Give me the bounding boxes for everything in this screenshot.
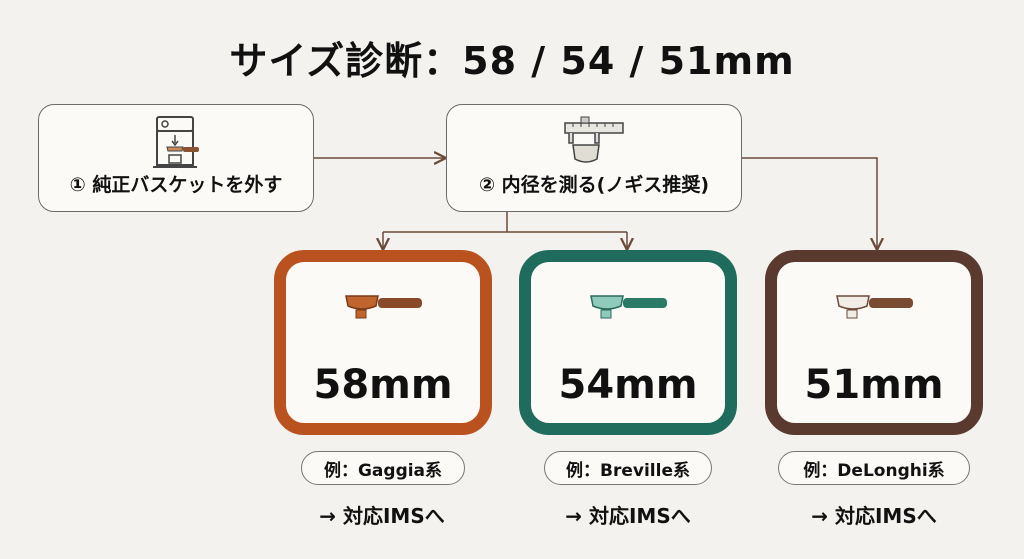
portafilter-icon	[338, 290, 428, 334]
caliper-icon	[559, 113, 629, 177]
portafilter-icon	[829, 290, 919, 334]
step-remove-basket: ① 純正バスケットを外す	[38, 104, 314, 212]
cta-ims-58[interactable]: → 対応IMSへ	[319, 504, 445, 528]
size-card-51: 51mm	[765, 250, 983, 435]
espresso-machine-icon	[145, 113, 207, 179]
arrow-to-51	[742, 157, 877, 250]
cta-ims-54[interactable]: → 対応IMSへ	[565, 504, 691, 528]
step-measure-diameter: ② 内径を測る(ノギス推奨)	[446, 104, 742, 212]
size-value: 54mm	[558, 362, 698, 408]
example-pill-delonghi: 例：DeLonghi系	[778, 451, 970, 485]
portafilter-icon	[583, 290, 673, 334]
size-value: 51mm	[804, 362, 944, 408]
size-card-58: 58mm	[274, 250, 492, 435]
step-label: ① 純正バスケットを外す	[69, 174, 283, 196]
size-value: 58mm	[313, 362, 453, 408]
page-title: サイズ診断：58 / 54 / 51mm	[229, 39, 795, 83]
cta-ims-51[interactable]: → 対応IMSへ	[811, 504, 937, 528]
size-card-54: 54mm	[519, 250, 737, 435]
step-label: ② 内径を測る(ノギス推奨)	[478, 174, 710, 196]
example-pill-breville: 例：Breville系	[544, 451, 712, 485]
example-pill-gaggia: 例：Gaggia系	[301, 451, 465, 485]
